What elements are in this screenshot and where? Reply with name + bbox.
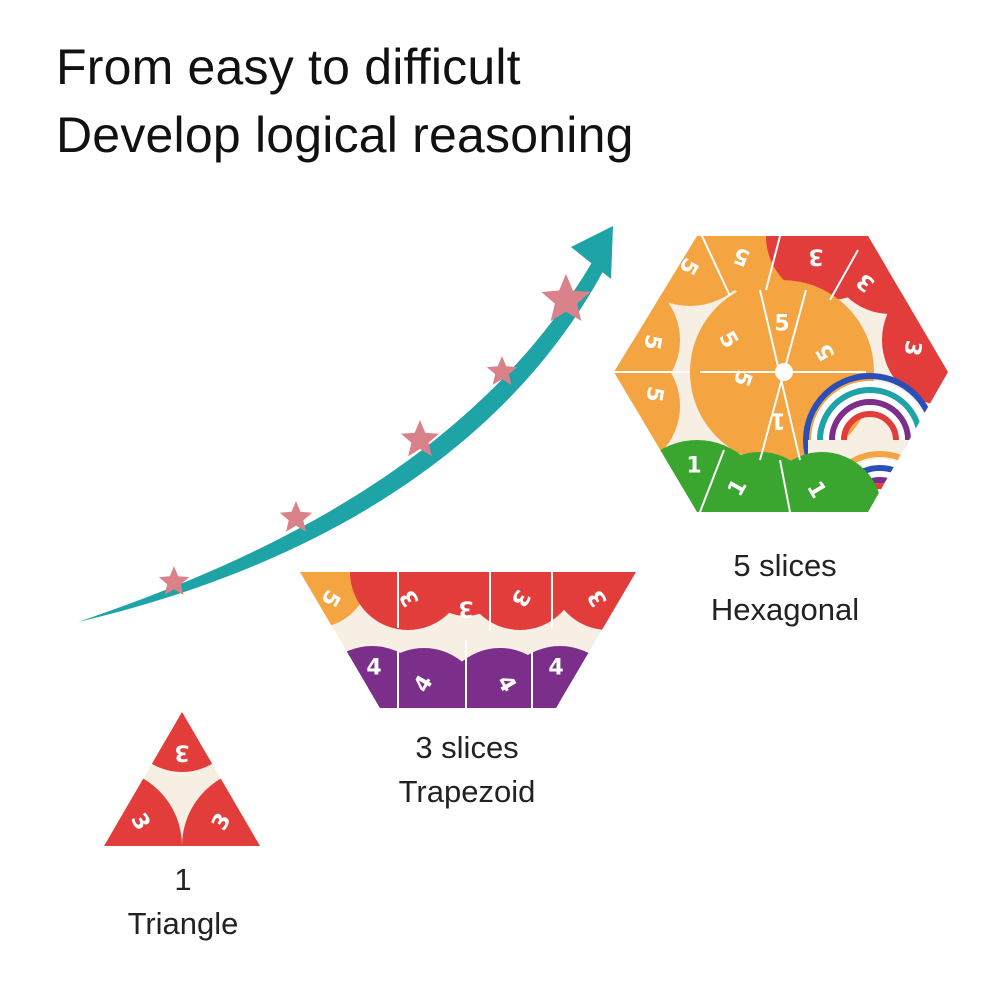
progress-star-icon <box>486 356 518 385</box>
hexagon-digit: 5 <box>638 332 665 351</box>
triangle-count-label: 1 <box>174 862 192 897</box>
trapezoid-shape-label: Trapezoid <box>398 774 536 809</box>
hexagon-digit: 3 <box>898 338 925 357</box>
arrow-head <box>571 226 613 279</box>
trapezoid-piece <box>300 572 370 628</box>
headline-line-1: From easy to difficult <box>56 39 521 95</box>
hexagon-shape-label: Hexagonal <box>710 592 860 627</box>
progress-star-icon <box>158 566 190 595</box>
hexagon-digit: 1 <box>686 454 701 479</box>
progress-star-icon <box>279 501 313 532</box>
hexagon-digit: 5 <box>774 312 789 337</box>
hexagon-digit: 1 <box>770 408 785 433</box>
hexagon-piece <box>828 236 948 314</box>
hexagon-count-label: 5 slices <box>733 548 837 583</box>
trapezoid-piece <box>550 572 636 630</box>
hexagon-piece <box>614 340 680 472</box>
caption-hexagon: 5 slices Hexagonal <box>680 544 890 632</box>
hexagon-piece <box>762 452 882 512</box>
trapezoid-digit: 4 <box>548 656 563 681</box>
arrow-curve <box>78 252 608 622</box>
headline-line-2: Develop logical reasoning <box>56 107 634 163</box>
progress-star-icon <box>401 420 439 457</box>
triangle-digit: 3 <box>174 740 189 765</box>
hexagon-digit: 5 <box>640 384 667 403</box>
triangle-piece-right <box>182 768 260 846</box>
trapezoid-digit: 4 <box>366 656 381 681</box>
caption-trapezoid: 3 slices Trapezoid <box>362 726 572 814</box>
hexagon-puzzle <box>614 236 948 512</box>
trapezoid-count-label: 3 slices <box>415 730 519 765</box>
hexagon-digit: 3 <box>808 244 823 269</box>
triangle-piece-left <box>104 768 182 846</box>
progress-star-icon <box>541 274 591 321</box>
caption-triangle: 1 Triangle <box>80 858 286 946</box>
trapezoid-digit: 3 <box>458 596 473 621</box>
progress-arrow <box>78 226 613 622</box>
triangle-shape-label: Triangle <box>127 906 239 941</box>
